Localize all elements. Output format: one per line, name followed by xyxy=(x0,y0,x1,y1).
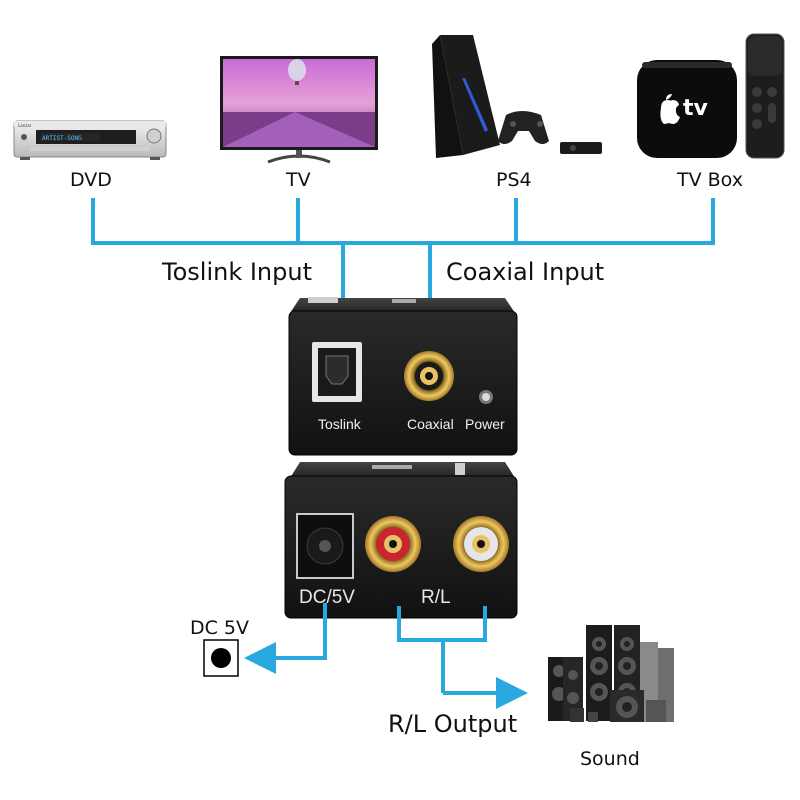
coaxial-port xyxy=(404,351,454,401)
coaxial-port-label: Coaxial xyxy=(407,416,454,432)
sound-label: Sound xyxy=(580,748,640,770)
power-led-icon xyxy=(479,390,493,404)
rl-output-label: R/L Output xyxy=(388,710,518,738)
rl-port-label: R/L xyxy=(421,587,451,608)
input-bus-lines xyxy=(91,198,715,245)
tv-box-brand-text: tv xyxy=(683,96,709,121)
power-label: Power xyxy=(465,416,505,432)
toslink-input-label: Toslink Input xyxy=(162,258,312,286)
dc-jack-symbol-icon xyxy=(203,639,239,677)
device-label-ps4: PS4 xyxy=(496,169,532,191)
device-label-dvd: DVD xyxy=(70,169,112,191)
dc-power-jack xyxy=(296,513,354,579)
coaxial-input-label: Coaxial Input xyxy=(446,258,605,286)
dvd-player-icon xyxy=(13,120,167,160)
toslink-port xyxy=(312,342,362,402)
dvd-brand-text: Lanzar xyxy=(18,123,32,128)
device-label-tv-box: TV Box xyxy=(677,169,743,191)
tv-box-icon: tv xyxy=(637,33,785,159)
dvd-display-text: ARTIST-SONG xyxy=(42,135,82,142)
dc-5v-label: DC 5V xyxy=(190,617,250,639)
rca-red-port xyxy=(365,516,421,572)
television-icon xyxy=(220,56,378,164)
dc-output-arrow xyxy=(244,603,327,674)
dc-port-label: DC/5V xyxy=(299,587,355,608)
speaker-system-icon xyxy=(548,625,674,722)
game-console-icon xyxy=(432,35,602,158)
rl-output-lines xyxy=(397,606,487,693)
device-label-tv: TV xyxy=(286,169,311,191)
rca-white-port xyxy=(453,516,509,572)
toslink-port-label: Toslink xyxy=(318,416,361,432)
